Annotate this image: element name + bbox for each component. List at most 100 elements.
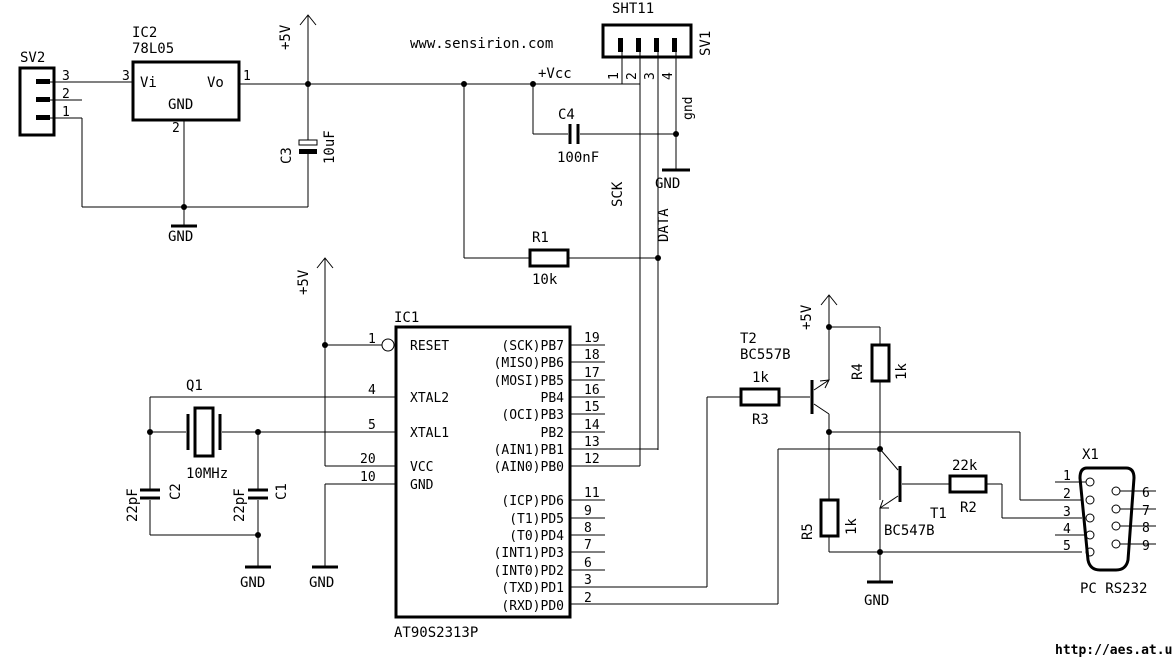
ic1-pin-xtal2: XTAL2 xyxy=(410,391,449,406)
p5v-right-label: +5V xyxy=(799,304,815,330)
ic1-pin-num-5: 5 xyxy=(368,418,376,433)
mid-power-rail: +5V GND xyxy=(296,257,338,591)
ic1-pin-pb7: (SCK)PB7 xyxy=(501,339,564,354)
x1-pin-4: 4 xyxy=(1063,522,1071,537)
sv2-label: SV2 xyxy=(20,50,45,66)
r4-value-label: 1k xyxy=(894,363,910,380)
vcc-label: +Vcc xyxy=(538,66,572,82)
r1-value-label: 10k xyxy=(532,272,558,288)
ic2-pin3-label: 3 xyxy=(122,69,130,84)
crystal-q1: Q1 10MHz 22pF C2 22pF C1 GND xyxy=(125,378,290,591)
ic1-pin-pd4: (T0)PD4 xyxy=(509,529,564,544)
ic2-name-label: IC2 xyxy=(132,25,157,41)
ic1-pin-xtal1: XTAL1 xyxy=(410,426,449,441)
r5-value-label: 1k xyxy=(844,518,860,535)
c4-name-label: C4 xyxy=(558,107,575,123)
url-watermark: http://aes.at.ua xyxy=(1055,643,1172,658)
ic1-microcontroller: IC1 AT90S2313P RESET XTAL2 XTAL1 VCC GND… xyxy=(150,310,658,641)
x1-pin-3: 3 xyxy=(1063,505,1071,520)
gnd-label-left: GND xyxy=(168,229,193,245)
ic1-pin-pb5: (MOSI)PB5 xyxy=(494,374,564,389)
ic1-pin-pb4: PB4 xyxy=(541,391,565,406)
ic2-gnd-label: GND xyxy=(168,97,193,113)
t1-part-label: BC547B xyxy=(884,523,935,539)
t2-part-label: BC557B xyxy=(740,347,791,363)
t2-name-label: T2 xyxy=(740,331,757,347)
left-ground: GND xyxy=(82,204,308,245)
ic1-pin-num-1: 1 xyxy=(368,332,376,347)
ic1-name-label: IC1 xyxy=(394,310,419,326)
ic1-pin-num-13: 13 xyxy=(584,435,600,450)
sht-pin1-label: 1 xyxy=(607,72,622,80)
gnd-label-mid: GND xyxy=(309,575,334,591)
c2-name-label: C2 xyxy=(168,483,184,500)
ic1-pin-num-17: 17 xyxy=(584,366,600,381)
p5v-top-label: +5V xyxy=(278,24,294,50)
q1-name-label: Q1 xyxy=(186,378,203,394)
ic1-part-label: AT90S2313P xyxy=(394,625,478,641)
ic1-pin-pb1: (AIN1)PB1 xyxy=(494,443,564,458)
ic1-pin-num-4: 4 xyxy=(368,383,376,398)
ic1-pin-num-2: 2 xyxy=(584,591,592,606)
ic1-pin-num-9: 9 xyxy=(584,504,592,519)
gnd-small-label: gnd xyxy=(681,97,696,120)
top-power-rail: +5V xyxy=(239,14,640,140)
ic2-pin2-label: 2 xyxy=(172,121,180,136)
db9-connector-x1: X1 1 2 3 4 5 6 7 8 9 PC RS232 xyxy=(1055,447,1156,597)
ic1-pin-pd0: (RXD)PD0 xyxy=(501,599,564,614)
ic1-pin-num-19: 19 xyxy=(584,331,600,346)
ic1-pin-pb6: (MISO)PB6 xyxy=(494,356,564,371)
ic1-pin-pb0: (AIN0)PB0 xyxy=(494,460,564,475)
ic1-pin-reset: RESET xyxy=(410,339,449,354)
x1-name-label: X1 xyxy=(1082,447,1099,463)
sht-pin3-label: 3 xyxy=(643,72,658,80)
sht11-sensor: www.sensirion.com SHT11 SV1 1 2 3 4 +Vcc… xyxy=(410,1,714,466)
ic1-pin-num-7: 7 xyxy=(584,538,592,553)
r3-value-label: 1k xyxy=(752,370,769,386)
sht-pin2-label: 2 xyxy=(625,72,640,80)
sv2-pin2-label: 2 xyxy=(62,87,70,102)
sv2-pin1-label: 1 xyxy=(62,105,70,120)
x1-pin-6: 6 xyxy=(1142,486,1150,501)
sck-label: SCK xyxy=(610,181,626,207)
ic2-vi-label: Vi xyxy=(140,75,157,91)
ic1-pin-pd5: (T1)PD5 xyxy=(509,512,564,527)
c2-value-label: 22pF xyxy=(125,488,141,522)
ic1-pin-num-16: 16 xyxy=(584,383,600,398)
c3-name-label: C3 xyxy=(279,147,295,164)
c3-value-label: 10uF xyxy=(322,130,338,164)
ic1-pin-pd6: (ICP)PD6 xyxy=(501,494,564,509)
r3-name-label: R3 xyxy=(752,412,769,428)
gnd-label-right: GND xyxy=(864,593,889,609)
c4-capacitor: C4 100nF xyxy=(532,84,679,166)
r1-resistor: R1 10k xyxy=(463,84,661,288)
c1-name-label: C1 xyxy=(274,483,290,500)
ic1-pin-num-8: 8 xyxy=(584,521,592,536)
ic1-pin-num-15: 15 xyxy=(584,400,600,415)
q1-value-label: 10MHz xyxy=(186,466,228,482)
gnd-label-sht: GND xyxy=(655,176,680,192)
p5v-mid-label: +5V xyxy=(296,269,312,295)
x1-pin-9: 9 xyxy=(1142,539,1150,554)
ic1-pin-num-3: 3 xyxy=(584,573,592,588)
pc-rs232-label: PC RS232 xyxy=(1080,581,1147,597)
ic1-pin-pb2: PB2 xyxy=(541,426,564,441)
ic1-pin-num-18: 18 xyxy=(584,348,600,363)
x1-pin-5: 5 xyxy=(1063,539,1071,554)
x1-pin-7: 7 xyxy=(1142,504,1150,519)
ic1-pin-num-12: 12 xyxy=(584,452,600,467)
ic1-pin-num-14: 14 xyxy=(584,418,600,433)
x1-pin-8: 8 xyxy=(1142,521,1150,536)
ic1-pin-vcc: VCC xyxy=(410,460,433,475)
c1-value-label: 22pF xyxy=(232,488,248,522)
ic1-pin-num-10: 10 xyxy=(360,470,376,485)
ic1-pin-pd2: (INT0)PD2 xyxy=(494,564,564,579)
x1-pin-1: 1 xyxy=(1063,469,1071,484)
ic1-pin-pd1: (TXD)PD1 xyxy=(501,581,564,596)
c4-value-label: 100nF xyxy=(557,150,599,166)
ic1-pin-num-20: 20 xyxy=(360,452,376,467)
sv2-connector: SV2 3 2 1 xyxy=(18,50,132,207)
sht11-label: SHT11 xyxy=(612,1,654,17)
ic1-pin-num-11: 11 xyxy=(584,486,600,501)
